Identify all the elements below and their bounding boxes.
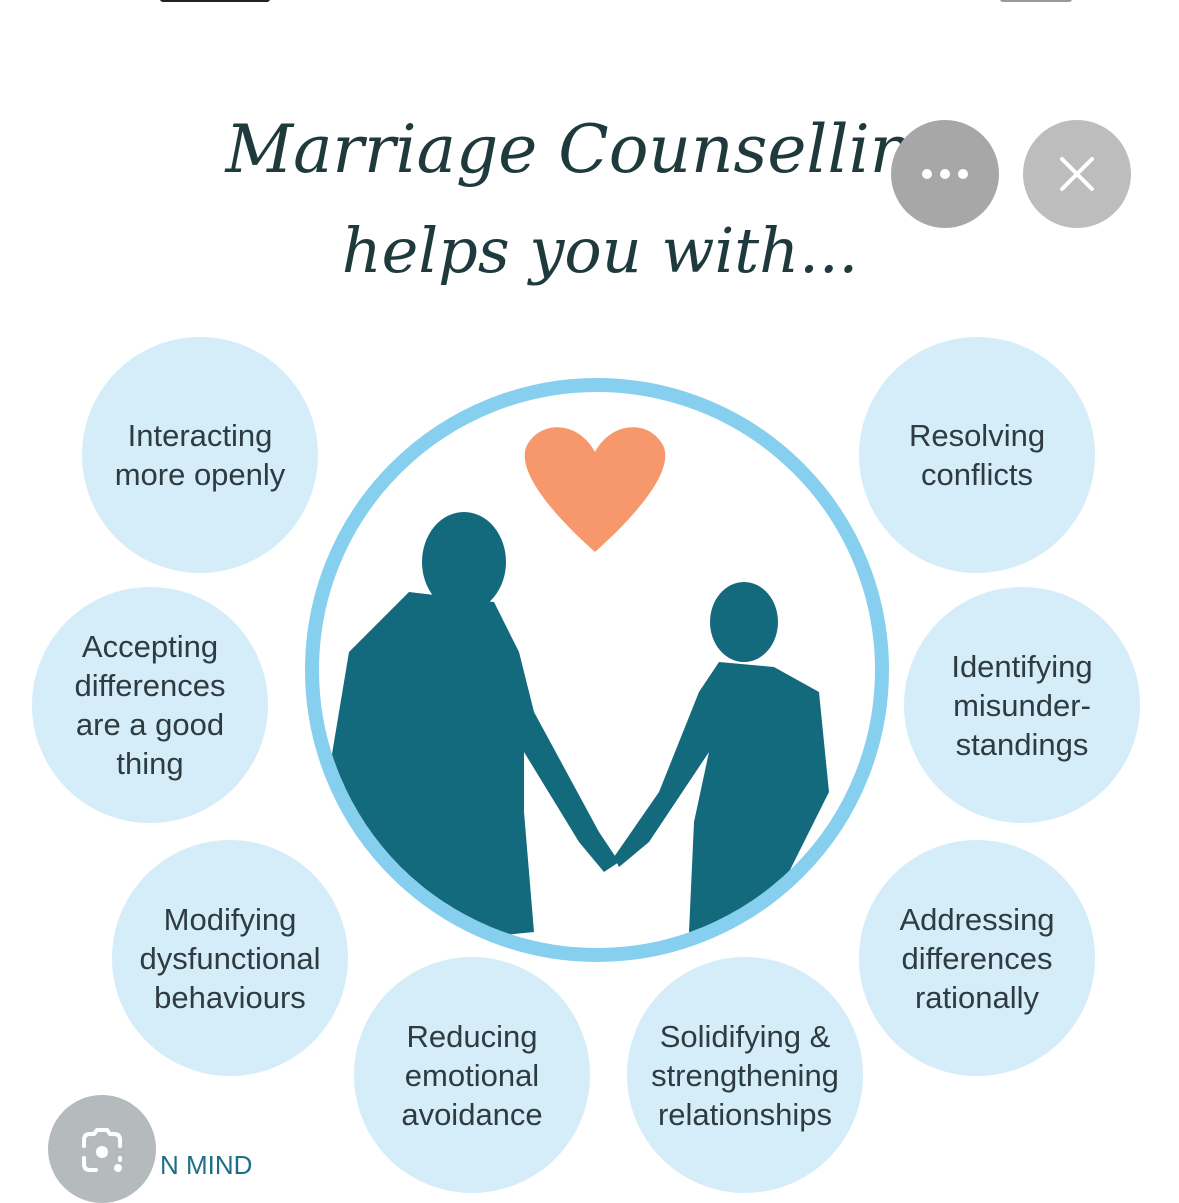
close-icon	[1060, 157, 1094, 191]
bubble-text: Modifying dysfunctional behaviours	[139, 901, 321, 1015]
more-horizontal-icon	[922, 169, 968, 179]
bubble-reducing: Reducing emotional avoidance	[354, 957, 590, 1193]
bubble-text: Addressing differences rationally	[899, 901, 1055, 1015]
bubble-text: Accepting differences are a good thing	[74, 629, 226, 781]
couple-illustration	[305, 378, 889, 962]
google-lens-button[interactable]	[48, 1095, 156, 1203]
bubble-accepting: Accepting differences are a good thing	[32, 587, 268, 823]
infographic-title-line1: Marriage Counselling	[225, 111, 955, 188]
brand-text: N MIND	[160, 1150, 253, 1180]
infographic-title-line2: helps you with...	[341, 214, 859, 287]
close-button[interactable]	[1023, 120, 1131, 228]
woman-silhouette	[614, 582, 829, 932]
bubble-addressing: Addressing differences rationally	[859, 840, 1095, 1076]
man-silhouette	[329, 512, 619, 948]
bubble-solidifying: Solidifying & strengthening relationship…	[627, 957, 863, 1193]
bubble-text: Resolving conflicts	[908, 418, 1046, 492]
bubble-text: Solidifying & strengthening relationship…	[651, 1018, 839, 1132]
bubble-modifying: Modifying dysfunctional behaviours	[112, 840, 348, 1076]
heart-icon	[524, 427, 666, 552]
bubble-interacting: Interacting more openly	[82, 337, 318, 573]
google-lens-icon	[82, 1128, 122, 1172]
bubble-text: Identifying misunder- standings	[951, 648, 1093, 762]
more-options-button[interactable]	[891, 120, 999, 228]
bubble-text: Interacting more openly	[114, 418, 286, 492]
bubble-resolving: Resolving conflicts	[859, 337, 1095, 573]
status-bar-time	[160, 0, 270, 2]
bubble-text: Reducing emotional avoidance	[401, 1018, 543, 1132]
bubble-identifying: Identifying misunder- standings	[904, 587, 1140, 823]
status-bar-battery	[1000, 0, 1072, 2]
